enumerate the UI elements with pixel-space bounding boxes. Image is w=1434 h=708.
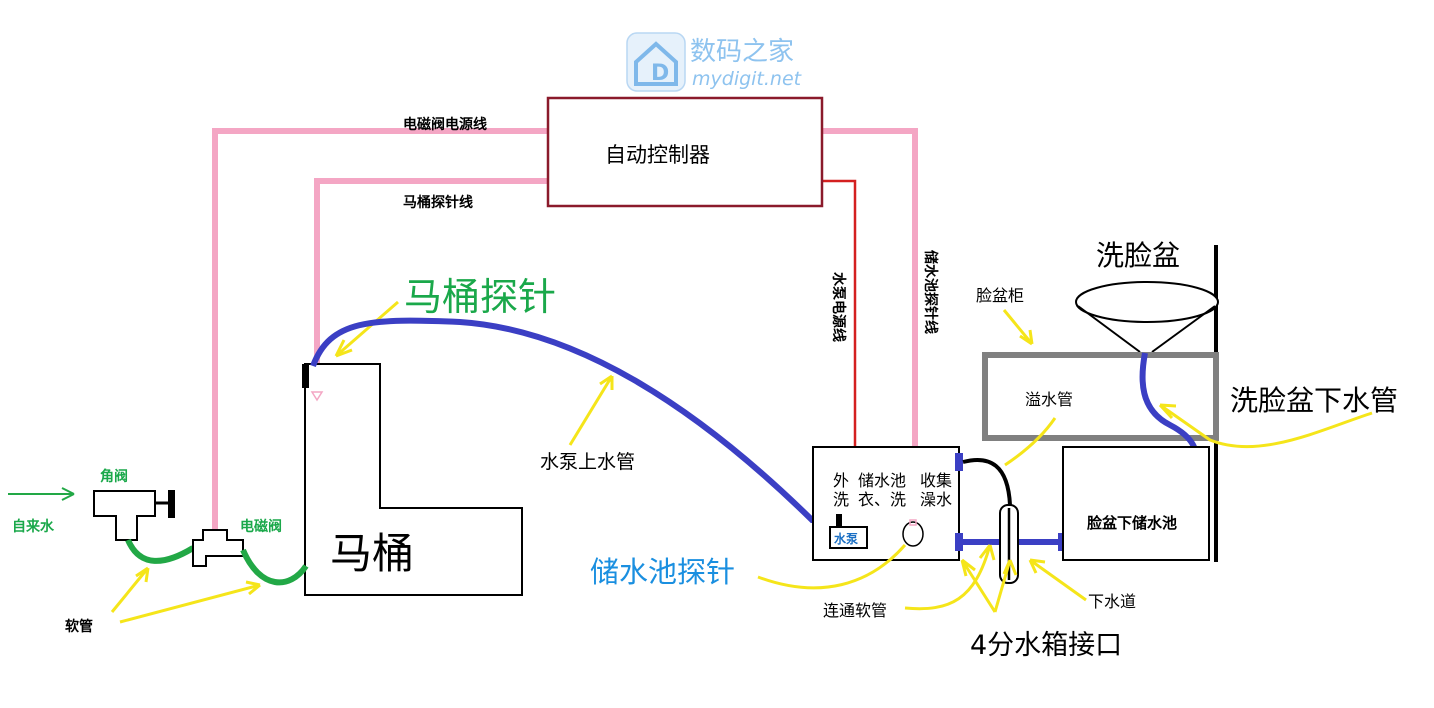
toilet-probe-line-label: 马桶探针线: [403, 194, 473, 211]
angle-valve: [93, 490, 175, 541]
hose-label: 软管: [65, 618, 93, 635]
basin-cabinet: [982, 352, 1219, 441]
pump-power-wire: [822, 179, 857, 527]
basin-bowl: [1075, 281, 1219, 353]
solenoid-valve: [192, 529, 244, 567]
svg-text:D: D: [651, 61, 669, 86]
watermark-logo: D 数码之家 mydigit.net: [626, 32, 803, 92]
tank-col3-a: 收集: [920, 471, 952, 490]
basin-cabinet-arrow: [1002, 309, 1034, 346]
overflow-pipe-arrow: [1004, 417, 1057, 467]
tank-upper-connector: [955, 453, 963, 471]
tank-probe-line-label: 储水池探针线: [922, 249, 939, 334]
solenoid-valve-label: 电磁阀: [240, 518, 282, 535]
basin-drain-arrow: [1158, 403, 1373, 449]
under-basin-tank-label: 脸盆下储水池: [1087, 514, 1177, 532]
controller-label: 自动控制器: [605, 143, 710, 167]
angle-valve-label: 角阀: [100, 468, 128, 485]
toilet-probe-label: 马桶探针: [404, 275, 556, 319]
pump-up-pipe-arrow: [568, 374, 614, 446]
toilet-probe-tip: [310, 391, 324, 402]
hose-to-toilet: [240, 548, 309, 586]
tank-col2-b: 衣、洗: [858, 490, 906, 509]
watermark-brand-url: mydigit.net: [692, 68, 803, 90]
tank-probe-wire: [822, 128, 918, 523]
tap-water-arrow: [8, 487, 75, 501]
connector-arrows: [960, 558, 1018, 613]
tank-col1-a: 外: [833, 471, 849, 490]
basin-label: 洗脸盆: [1096, 239, 1180, 272]
hose-arrows: [110, 566, 261, 624]
tank-connector-label: 4分水箱接口: [970, 630, 1122, 661]
tank-probe-label: 储水池探针: [590, 555, 735, 589]
pink-wires: [212, 128, 918, 532]
toilet-label: 马桶: [330, 529, 414, 578]
pump-power-line-label: 水泵电源线: [830, 272, 847, 342]
basin-drain-pipe-label: 洗脸盆下水管: [1230, 384, 1398, 417]
overflow-hose: [962, 457, 1012, 506]
tank-lower-connector: [955, 533, 963, 551]
toilet-probe-clip: [302, 364, 309, 388]
watermark-house-icon: [626, 32, 686, 92]
hose-to-valve: [125, 538, 195, 564]
pump-box: [829, 526, 868, 549]
tap-water-label: 自来水: [12, 518, 55, 535]
pump-up-pipe-label: 水泵上水管: [540, 451, 635, 473]
connecting-hose-label: 连通软管: [823, 601, 887, 620]
under-basin-tank: [1062, 446, 1210, 561]
tank-probe-float: [902, 519, 924, 547]
tank-col3-b: 澡水: [920, 490, 952, 509]
tank-col2-a: 储水池: [858, 471, 906, 490]
toilet-probe-arrow: [335, 300, 399, 358]
toilet-probe-wire: [314, 178, 548, 398]
pump-outlet: [836, 514, 842, 528]
sewer-label: 下水道: [1088, 592, 1136, 611]
overflow-pipe-label: 溢水管: [1025, 390, 1073, 409]
watermark-brand-cn: 数码之家: [690, 37, 794, 67]
sewer-arrow: [1028, 558, 1087, 602]
basin-cabinet-label: 脸盆柜: [976, 286, 1024, 305]
tank-col1-b: 洗: [833, 490, 849, 509]
tank-probe-arrow: [757, 544, 907, 590]
valve-power-wire: [212, 128, 548, 532]
connecting-hose-arrow: [904, 544, 996, 611]
controller-box: [546, 96, 824, 208]
toilet-body: [304, 363, 523, 596]
pump-label: 水泵: [834, 531, 858, 546]
valve-power-line-label: 电磁阀电源线: [403, 116, 487, 133]
pump-up-pipe: [310, 317, 840, 523]
